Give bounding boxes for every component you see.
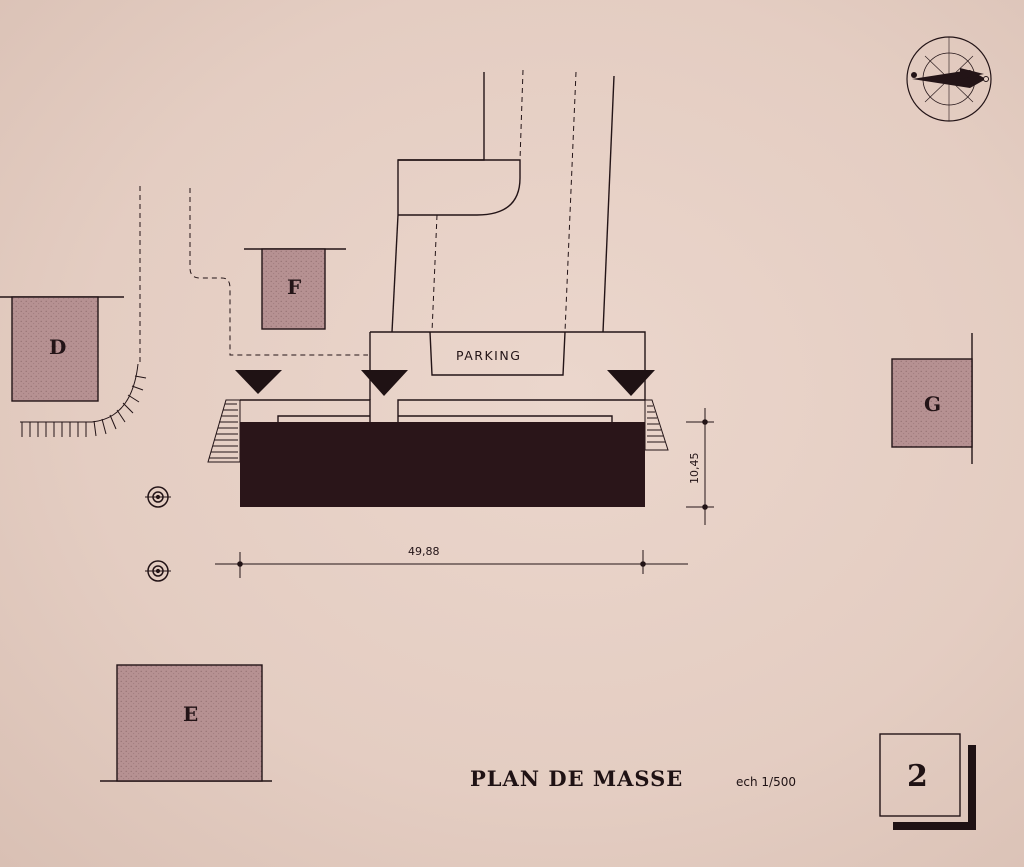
access-road xyxy=(391,72,615,333)
length-dimension-label: 49,88 xyxy=(408,545,440,558)
plan-title: PLAN DE MASSE xyxy=(470,766,683,791)
building-e: E xyxy=(100,664,272,782)
dimension-length xyxy=(215,550,688,578)
main-building xyxy=(240,422,645,507)
ramp-right xyxy=(644,399,669,451)
building-d-label: D xyxy=(49,335,66,359)
building-f: F xyxy=(244,248,346,330)
scale-label: ech 1/500 xyxy=(736,775,796,789)
ramp-left xyxy=(207,399,241,463)
north-arrow-compass-icon xyxy=(906,36,992,122)
tree-symbol-icon xyxy=(145,560,171,582)
entrance-triangle-icon xyxy=(235,370,282,394)
forecourt xyxy=(240,331,646,422)
building-g-label: G xyxy=(924,392,941,416)
dimension-width xyxy=(686,408,714,525)
building-e-label: E xyxy=(183,702,198,726)
building-f-label: F xyxy=(287,275,301,299)
entrance-triangle-icon xyxy=(361,370,408,396)
road-dashed-lines xyxy=(139,69,577,362)
width-dimension-label: 10,45 xyxy=(688,453,701,485)
parking-label: PARKING xyxy=(456,348,521,363)
building-d: D xyxy=(0,296,124,402)
sheet-number: 2 xyxy=(907,759,928,794)
tree-symbol-icon xyxy=(145,486,171,508)
entrance-triangle-icon xyxy=(607,370,655,396)
sheet-number-box: 2 xyxy=(879,733,976,830)
curb-arc xyxy=(20,363,147,437)
entrance-markers xyxy=(235,370,655,396)
building-g: G xyxy=(891,333,973,464)
